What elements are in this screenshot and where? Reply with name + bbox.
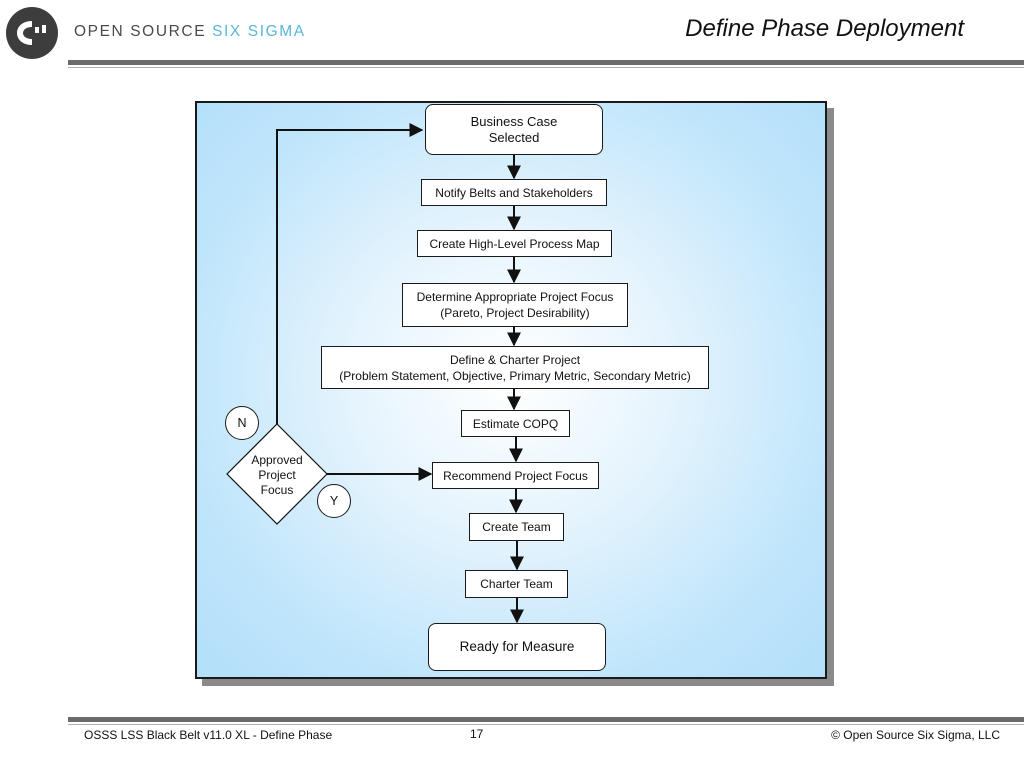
- brand-accent: SIX SIGMA: [212, 23, 306, 40]
- header-rule-thin: [68, 67, 1024, 68]
- header-rule: [68, 60, 1024, 65]
- node-estimate-copq: Estimate COPQ: [461, 410, 570, 437]
- node-create-team: Create Team: [469, 513, 564, 541]
- node-charter-team: Charter Team: [465, 570, 568, 598]
- label-yes: Y: [317, 484, 351, 518]
- slide-title: Define Phase Deployment: [685, 15, 964, 42]
- footer-copyright: © Open Source Six Sigma, LLC: [831, 728, 1000, 742]
- decision-label: Approved Project Focus: [251, 452, 303, 497]
- brand-main: OPEN SOURCE: [74, 23, 213, 40]
- node-business-case-selected: Business Case Selected: [425, 104, 603, 155]
- brand-wordmark: OPEN SOURCE SIX SIGMA: [74, 23, 306, 41]
- footer-page-number: 17: [470, 727, 484, 741]
- node-ready-for-measure: Ready for Measure: [428, 623, 606, 671]
- node-process-map: Create High-Level Process Map: [417, 230, 612, 257]
- label-no: N: [225, 406, 259, 440]
- open-source-six-sigma-logo-icon: [6, 7, 58, 59]
- node-notify-belts: Notify Belts and Stakeholders: [421, 179, 607, 206]
- footer-rule: [68, 717, 1024, 722]
- footer-rule-thin: [68, 724, 1024, 725]
- node-recommend-focus: Recommend Project Focus: [432, 462, 599, 489]
- node-charter-project: Define & Charter Project (Problem Statem…: [321, 346, 709, 389]
- logo-glyph-icon: [17, 21, 46, 45]
- footer-course-title: OSSS LSS Black Belt v11.0 XL - Define Ph…: [84, 728, 333, 742]
- node-project-focus: Determine Appropriate Project Focus (Par…: [402, 283, 628, 327]
